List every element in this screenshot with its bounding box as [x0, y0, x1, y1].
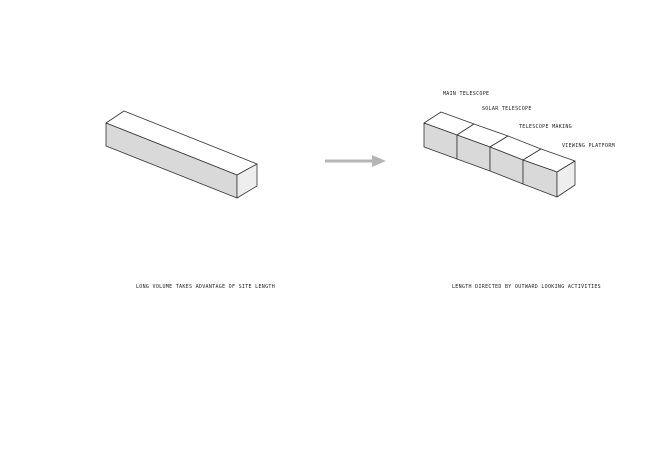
segment-end-face [556, 160, 576, 198]
label-viewing-platform: VIEWING PLATFORM [562, 143, 615, 149]
label-main-telescope: MAIN TELESCOPE [443, 91, 490, 97]
right-caption: LENGTH DIRECTED BY OUTWARD LOOKING ACTIV… [452, 284, 601, 290]
long-volume [105, 110, 258, 199]
segmented-volume [423, 111, 576, 198]
label-telescope-making: TELESCOPE MAKING [519, 124, 572, 130]
left-caption: LONG VOLUME TAKES ADVANTAGE OF SITE LENG… [136, 284, 276, 290]
arrow-head [372, 155, 386, 167]
long-volume-end-face [236, 163, 258, 199]
label-solar-telescope: SOLAR TELESCOPE [482, 106, 532, 112]
transition-arrow [325, 155, 386, 167]
